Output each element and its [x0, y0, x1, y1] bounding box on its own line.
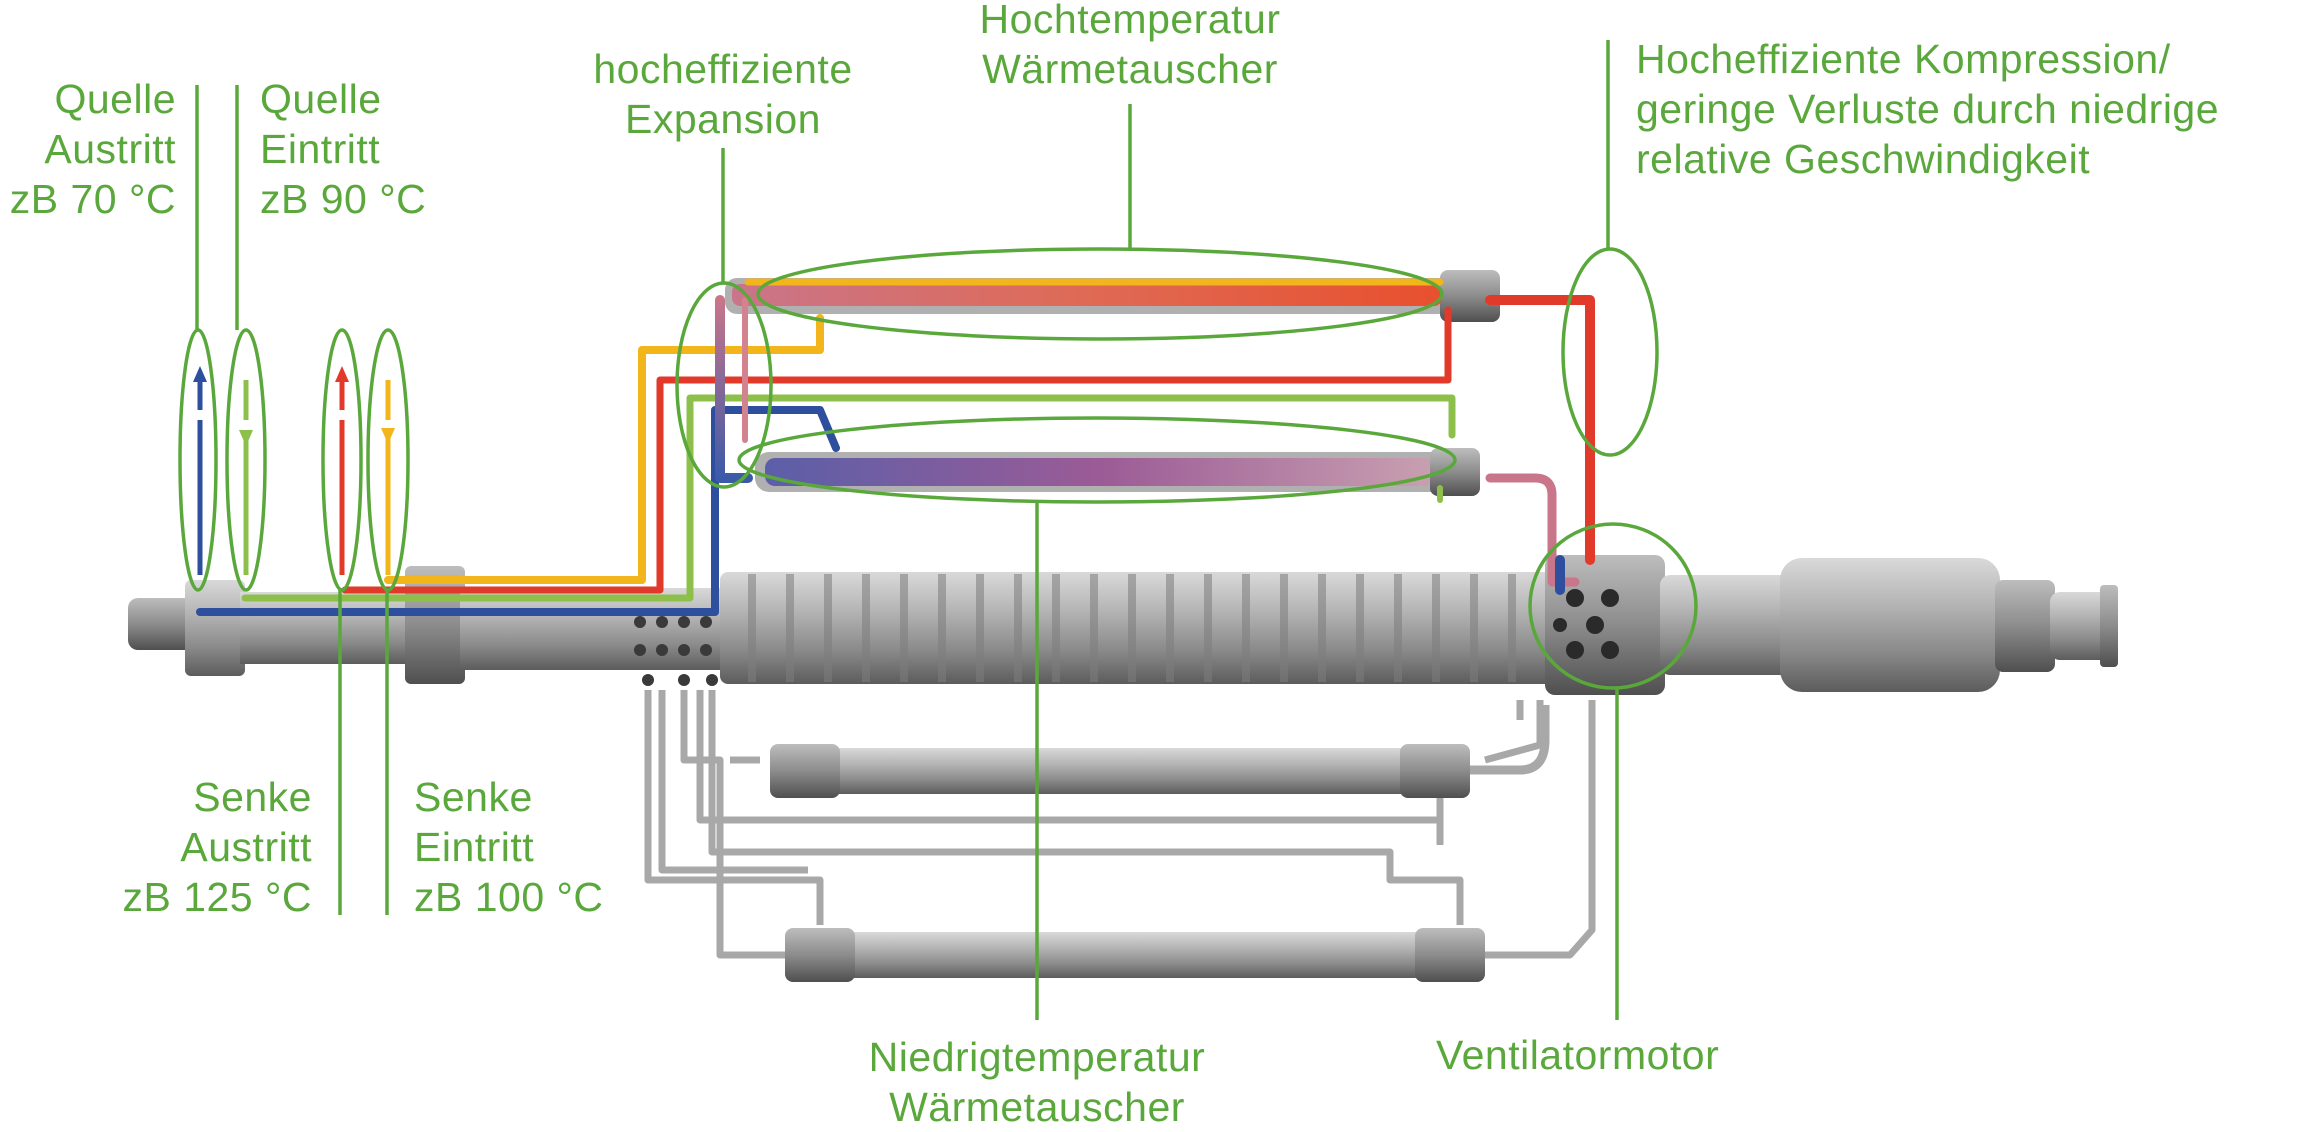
- label-source-inlet-line3: zB 90 °C: [260, 176, 427, 222]
- casing-ribs: [748, 574, 1516, 682]
- label-sink-inlet-line3: zB 100 °C: [414, 874, 604, 920]
- label-ht-exchanger: Hochtemperatur Wärmetauscher: [930, 0, 1330, 94]
- label-sink-inlet-line1: Senke: [414, 774, 533, 820]
- ht-exchanger-body: [725, 270, 1500, 322]
- label-expansion-line1: hocheffiziente: [593, 46, 853, 92]
- label-sink-inlet-line2: Eintritt: [414, 824, 535, 870]
- label-compression-line3: relative Geschwindigkeit: [1636, 136, 2091, 182]
- label-fan-motor-line1: Ventilatormotor: [1436, 1032, 1720, 1078]
- label-source-outlet-line1: Quelle: [54, 76, 176, 122]
- label-compression-line1: Hocheffiziente Kompression/: [1636, 36, 2171, 82]
- label-lt-exchanger-line2: Wärmetauscher: [889, 1084, 1185, 1130]
- lower-pipe-network: [644, 690, 1596, 959]
- label-sink-outlet-line1: Senke: [193, 774, 312, 820]
- label-fan-motor: Ventilatormotor: [1436, 1030, 1719, 1080]
- label-sink-inlet: Senke Eintritt zB 100 °C: [414, 772, 604, 922]
- label-expansion-line2: Expansion: [625, 96, 821, 142]
- label-source-inlet-line2: Eintritt: [260, 126, 381, 172]
- lt-exchanger-body: [755, 448, 1480, 496]
- ht-exchanger-ellipse: [756, 247, 1444, 341]
- label-ht-exchanger-line2: Wärmetauscher: [982, 46, 1278, 92]
- lower-exchanger-2: [785, 928, 1485, 982]
- label-compression-line2: geringe Verluste durch niedrige: [1636, 86, 2220, 132]
- label-ht-exchanger-line1: Hochtemperatur: [979, 0, 1281, 42]
- source-inlet-ellipse: [225, 328, 267, 592]
- label-sink-outlet: Senke Austritt zB 125 °C: [80, 772, 312, 922]
- lower-exchanger-1: [770, 705, 1550, 798]
- label-expansion: hocheffiziente Expansion: [540, 44, 906, 144]
- annotations: [178, 40, 1698, 1020]
- label-source-outlet-line3: zB 70 °C: [9, 176, 176, 222]
- compression-ellipse: [1561, 247, 1659, 457]
- sink-outlet-ellipse: [321, 328, 363, 592]
- port-arrows: [193, 366, 395, 575]
- label-source-outlet: Quelle Austritt zB 70 °C: [0, 74, 176, 224]
- main-casing: [128, 555, 2118, 695]
- label-lt-exchanger: Niedrigtemperatur Wärmetauscher: [812, 1032, 1262, 1132]
- lt-exchanger-ellipse: [737, 416, 1457, 504]
- label-lt-exchanger-line1: Niedrigtemperatur: [868, 1034, 1206, 1080]
- label-compression: Hocheffiziente Kompression/ geringe Verl…: [1636, 34, 2308, 184]
- process-pipes: [196, 278, 1595, 616]
- label-sink-outlet-line3: zB 125 °C: [122, 874, 312, 920]
- fan-motor-ellipse: [1528, 522, 1698, 690]
- label-sink-outlet-line2: Austritt: [180, 824, 312, 870]
- label-source-outlet-line2: Austritt: [44, 126, 176, 172]
- label-source-inlet: Quelle Eintritt zB 90 °C: [260, 74, 426, 224]
- label-source-inlet-line1: Quelle: [260, 76, 382, 122]
